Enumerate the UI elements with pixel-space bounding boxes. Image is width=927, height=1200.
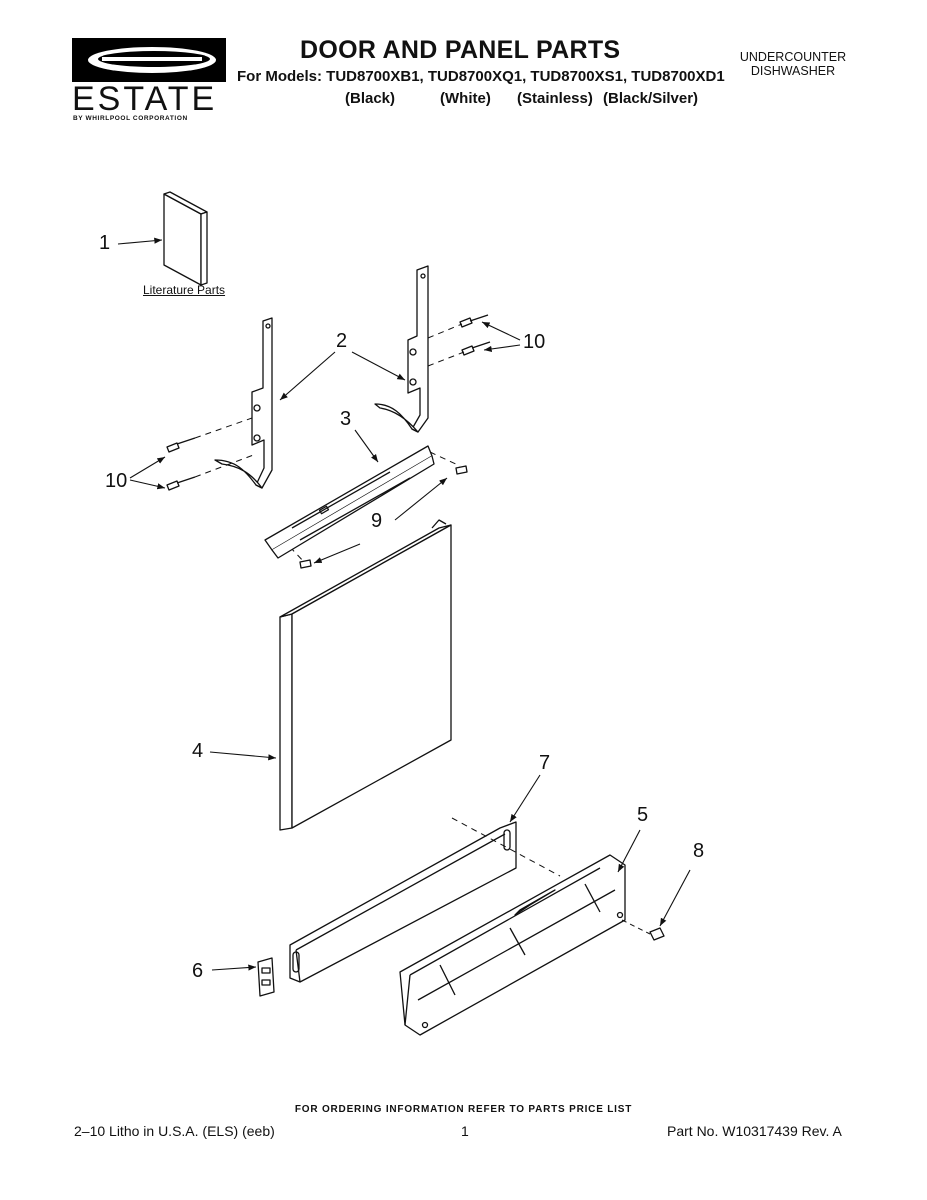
- brand-name: ESTATE: [72, 80, 218, 118]
- callout-2: 2: [336, 330, 348, 352]
- variant-white: (White): [440, 90, 491, 107]
- door-panel: [279, 519, 452, 831]
- variant-stainless: (Stainless): [517, 90, 593, 107]
- callout-8: 8: [693, 840, 705, 862]
- hinge-bracket-left: [214, 317, 273, 489]
- callout-7: 7: [539, 752, 551, 774]
- callout-3: 3: [340, 408, 352, 430]
- brand-subtitle: BY WHIRLPOOL CORPORATION: [73, 115, 188, 122]
- callout-6: 6: [192, 960, 204, 982]
- product-type: UNDERCOUNTER DISHWASHER: [728, 50, 858, 78]
- litho-info: 2–10 Litho in U.S.A. (ELS) (eeb): [74, 1123, 275, 1139]
- literature-parts-label: Literature Parts: [143, 283, 226, 297]
- callout-9: 9: [371, 510, 383, 532]
- page-number: 1: [461, 1123, 469, 1139]
- screw-10-right-b: [461, 341, 491, 356]
- screw-10-left-a: [166, 437, 196, 453]
- screw-9-left: [299, 559, 312, 569]
- callout-1: 1: [99, 232, 111, 254]
- literature-booklet: [163, 191, 208, 286]
- variant-black: (Black): [345, 90, 396, 107]
- callout-4: 4: [192, 740, 204, 762]
- models-line: For Models: TUD8700XB1, TUD8700XQ1, TUD8…: [237, 68, 725, 85]
- screw-10-right-a: [459, 314, 489, 328]
- product-type-line2: DISHWASHER: [750, 64, 836, 78]
- screw-8: [649, 927, 665, 941]
- screw-9-right: [455, 465, 468, 475]
- hinge-bracket-right: [374, 265, 429, 433]
- variant-black-silver: (Black/Silver): [603, 90, 699, 107]
- screw-10-left-b: [166, 476, 196, 491]
- page-title: DOOR AND PANEL PARTS: [300, 36, 621, 64]
- product-type-line1: UNDERCOUNTER: [739, 50, 847, 64]
- clip-part: [257, 957, 275, 997]
- callout-10-left: 10: [105, 470, 128, 492]
- toe-panel-base: [399, 854, 626, 1036]
- callout-5: 5: [637, 804, 649, 826]
- estate-logo-swoosh: [72, 38, 226, 82]
- callout-10-right: 10: [523, 331, 546, 353]
- toe-panel-front: [289, 821, 517, 983]
- part-number: Part No. W10317439 Rev. A: [667, 1123, 842, 1139]
- top-mounting-rail: [264, 445, 435, 559]
- ordering-note: FOR ORDERING INFORMATION REFER TO PARTS …: [294, 1104, 633, 1115]
